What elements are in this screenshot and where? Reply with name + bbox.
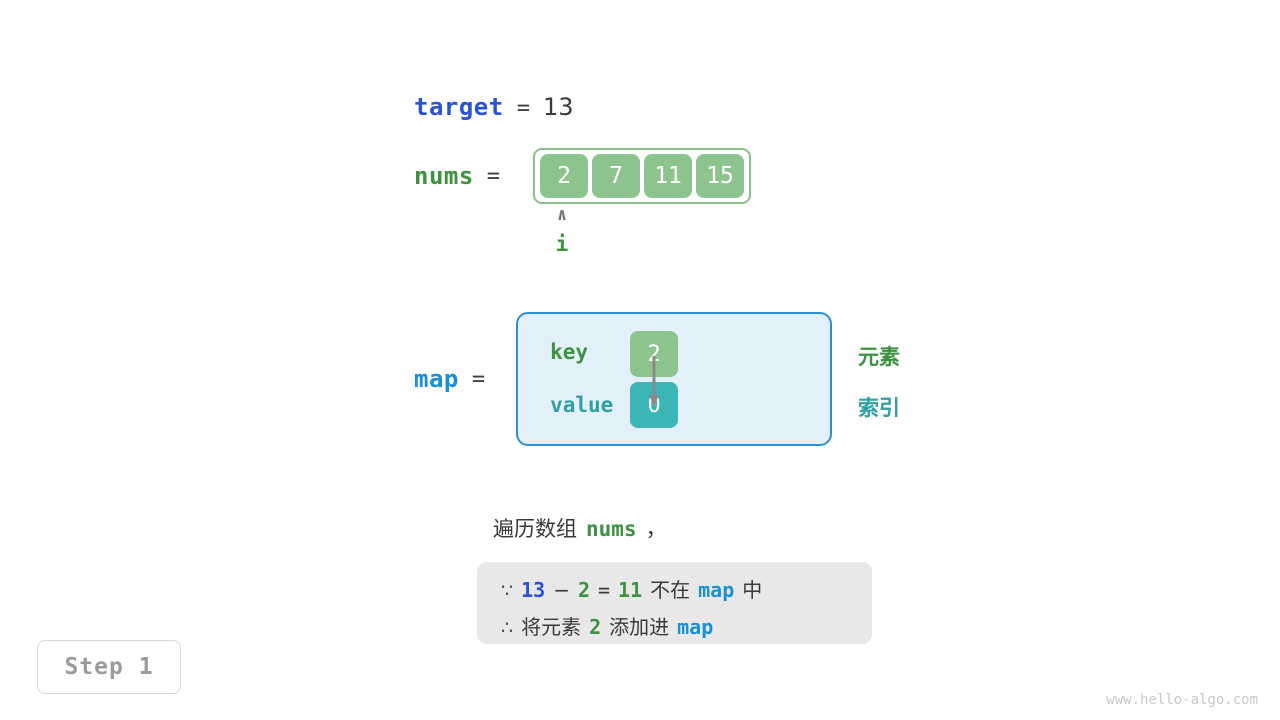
reason-equals-sign: = [598,578,611,602]
array-cell: 2 [540,154,589,198]
reason-in-suffix: 中 [742,578,763,602]
array-cell: 11 [644,154,693,198]
caption-prefix: 遍历数组 [493,517,577,541]
step-badge: Step 1 [37,640,181,694]
caption-text: 遍历数组 nums ， [493,513,667,543]
nums-equals-sign: = [486,163,501,189]
index-pointer-label: i [555,232,569,256]
reasoning-line-therefore: ∴ 将元素 2 添加进 map [501,611,713,640]
array-cell: 15 [696,154,745,198]
target-value: 13 [542,93,574,121]
action-prefix-text: 将元素 [521,615,582,639]
nums-assignment-row: nums = 2 7 11 15 [414,148,752,204]
action-verb-text: 添加进 [609,615,670,639]
caption-suffix: ， [645,517,667,541]
caret-up-icon: ∧ [556,205,568,225]
array-cell: 7 [592,154,641,198]
map-value-cell: 0 [630,382,679,428]
map-value-label: value [550,393,614,417]
map-key-label: key [550,340,589,364]
map-equals-sign: = [471,366,486,392]
reasoning-box: ∵ 13 − 2 = 11 不在 map 中 ∴ 将元素 2 添加进 map [477,562,872,644]
reason-not-in-text: 不在 [650,578,691,602]
reasoning-line-because: ∵ 13 − 2 = 11 不在 map 中 [501,574,762,603]
map-assignment-row: map = key value 2 0 [414,312,833,446]
because-symbol-icon: ∵ [501,580,514,602]
step-badge-label: Step 1 [64,654,154,680]
reason-map-keyword: map [698,578,735,602]
target-variable-name: target [414,93,504,121]
array-container: 2 7 11 15 [533,148,752,204]
map-container: key value 2 0 [516,312,833,446]
reason-complement-value: 11 [618,578,643,602]
action-element-value: 2 [589,615,602,639]
annotation-index: 索引 [858,396,900,420]
index-pointer-group: ∧ i [540,205,584,257]
reason-target-value: 13 [521,578,546,602]
map-variable-name: map [414,365,459,393]
nums-variable-name: nums [414,162,474,190]
watermark: www.hello-algo.com [1106,692,1258,708]
action-map-keyword: map [677,615,714,639]
reason-minus-sign: − [553,578,570,602]
annotation-element: 元素 [858,345,900,369]
target-assignment-row: target = 13 [414,93,574,121]
caption-nums-keyword: nums [586,517,637,541]
therefore-symbol-icon: ∴ [501,617,514,639]
reason-current-element: 2 [577,578,590,602]
map-key-cell: 2 [630,331,679,377]
target-equals-sign: = [516,96,530,121]
